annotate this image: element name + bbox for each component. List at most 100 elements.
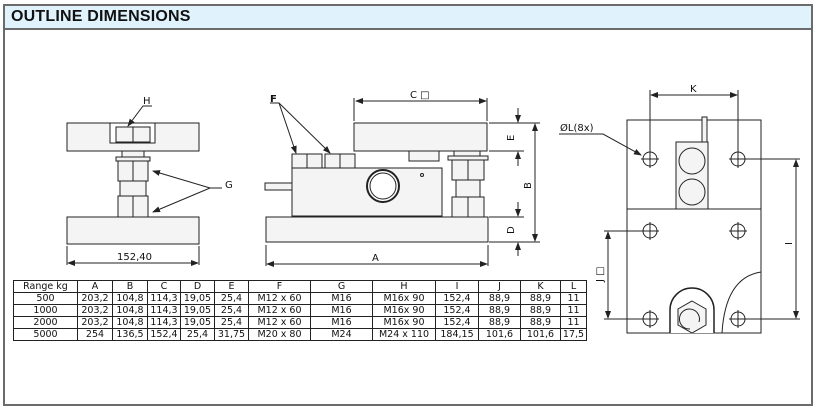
table-cell: 152,4 bbox=[435, 316, 479, 329]
table-cell: 11 bbox=[560, 292, 587, 305]
washer bbox=[121, 150, 145, 158]
table-cell: 114,3 bbox=[147, 304, 181, 317]
table-cell: M20 x 80 bbox=[248, 328, 311, 341]
spacer bbox=[119, 180, 147, 197]
table-cell: M12 x 60 bbox=[248, 304, 311, 317]
table-cell: 88,9 bbox=[520, 304, 561, 317]
table-cell: 203,2 bbox=[77, 292, 113, 305]
table-cell: 25,4 bbox=[214, 316, 249, 329]
label-k: K bbox=[690, 84, 697, 95]
table-cell: M16x 90 bbox=[372, 304, 436, 317]
label-f: F bbox=[270, 94, 277, 105]
table-cell: M16x 90 bbox=[372, 316, 436, 329]
table-cell: M12 x 60 bbox=[248, 316, 311, 329]
col-header: G bbox=[310, 280, 373, 293]
table-cell: 500 bbox=[13, 292, 78, 305]
table-cell: 104,8 bbox=[112, 304, 148, 317]
cable bbox=[264, 182, 293, 191]
table-cell: 19,05 bbox=[180, 316, 215, 329]
table-cell: 31,75 bbox=[214, 328, 249, 341]
table-cell: 19,05 bbox=[180, 292, 215, 305]
top-plate bbox=[353, 122, 488, 152]
table-cell: 203,2 bbox=[77, 304, 113, 317]
table-cell: 2000 bbox=[13, 316, 78, 329]
table-cell: 254 bbox=[77, 328, 113, 341]
col-header: I bbox=[435, 280, 479, 293]
table-cell: M16 bbox=[310, 292, 373, 305]
label-e: E bbox=[506, 135, 517, 141]
flange bbox=[115, 156, 151, 162]
table-cell: 19,05 bbox=[180, 304, 215, 317]
load-cell-body bbox=[291, 167, 443, 217]
col-header: H bbox=[372, 280, 436, 293]
table-cell: 152,4 bbox=[147, 328, 181, 341]
table-cell: 25,4 bbox=[214, 304, 249, 317]
col-header: L bbox=[560, 280, 587, 293]
table-cell: 88,9 bbox=[520, 292, 561, 305]
label-h: H bbox=[143, 96, 151, 107]
table-cell: 104,8 bbox=[112, 292, 148, 305]
table-cell: 88,9 bbox=[520, 316, 561, 329]
table-cell: M16 bbox=[310, 316, 373, 329]
table-cell: M24 bbox=[310, 328, 373, 341]
table-cell: 101,6 bbox=[478, 328, 521, 341]
label-i: I bbox=[784, 242, 795, 245]
col-header: A bbox=[77, 280, 113, 293]
col-header: B bbox=[112, 280, 148, 293]
table-cell: 88,9 bbox=[478, 316, 521, 329]
table-cell: 17,5 bbox=[560, 328, 587, 341]
table-cell: 114,3 bbox=[147, 316, 181, 329]
table-cell: 25,4 bbox=[214, 292, 249, 305]
load-button bbox=[408, 150, 440, 162]
table-cell: 203,2 bbox=[77, 316, 113, 329]
table-cell: 152,4 bbox=[435, 292, 479, 305]
section-header: OUTLINE DIMENSIONS bbox=[5, 6, 811, 30]
table-cell: 11 bbox=[560, 304, 587, 317]
col-header: K bbox=[520, 280, 561, 293]
table-cell: 101,6 bbox=[520, 328, 561, 341]
front-view-drawing bbox=[264, 98, 540, 267]
table-cell: 184,15 bbox=[435, 328, 479, 341]
label-a: A bbox=[372, 253, 379, 264]
table-cell: 88,9 bbox=[478, 304, 521, 317]
label-l: ØL(8x) bbox=[560, 122, 594, 134]
table-cell: 1000 bbox=[13, 304, 78, 317]
table-cell: M16x 90 bbox=[372, 292, 436, 305]
table-cell: 25,4 bbox=[180, 328, 215, 341]
col-header: E bbox=[214, 280, 249, 293]
table-cell: M12 x 60 bbox=[248, 292, 311, 305]
label-j: J □ bbox=[595, 266, 606, 283]
table-cell: M16 bbox=[310, 304, 373, 317]
col-header: D bbox=[180, 280, 215, 293]
table-cell: 5000 bbox=[13, 328, 78, 341]
base-plate bbox=[265, 216, 489, 243]
col-header: C bbox=[147, 280, 181, 293]
section-title: OUTLINE DIMENSIONS bbox=[11, 8, 191, 25]
label-b: B bbox=[523, 182, 534, 189]
cable bbox=[701, 116, 708, 143]
base-plate bbox=[66, 216, 200, 245]
col-header: J bbox=[478, 280, 521, 293]
table-cell: 88,9 bbox=[478, 292, 521, 305]
label-g: G bbox=[225, 180, 233, 191]
table-cell: 136,5 bbox=[112, 328, 148, 341]
label-c: C □ bbox=[410, 90, 430, 101]
side-view-drawing bbox=[66, 105, 222, 266]
top-view-drawing bbox=[559, 90, 800, 334]
table-cell: 152,4 bbox=[435, 304, 479, 317]
table-cell: 104,8 bbox=[112, 316, 148, 329]
label-d: D bbox=[506, 226, 517, 234]
col-header: Range kg bbox=[13, 280, 78, 293]
table-cell: 114,3 bbox=[147, 292, 181, 305]
mounting-holes bbox=[559, 90, 800, 328]
table-cell: M24 x 110 bbox=[372, 328, 436, 341]
col-header: F bbox=[248, 280, 311, 293]
table-cell: 11 bbox=[560, 316, 587, 329]
table-header-row: Range kg A B C D E F G H I J K L bbox=[13, 280, 587, 293]
